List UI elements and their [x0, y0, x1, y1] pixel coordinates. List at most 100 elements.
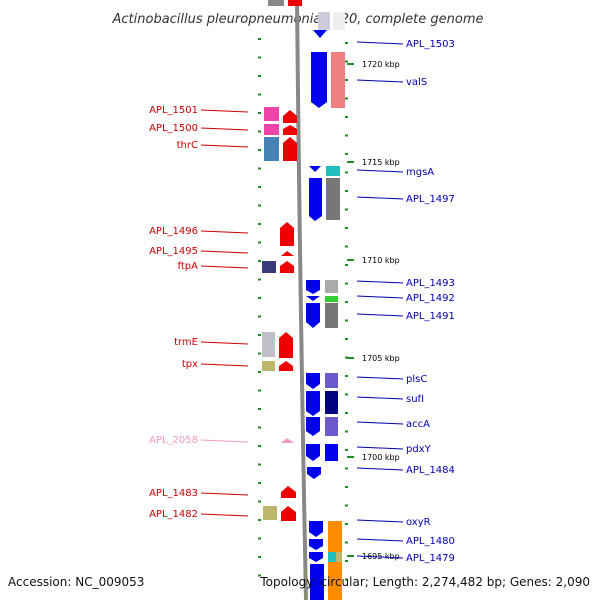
leader-line	[200, 230, 249, 234]
ruler-dash	[345, 338, 348, 340]
gene-label[interactable]: APL_1503	[406, 39, 455, 50]
gene-label[interactable]: APL_1479	[406, 553, 455, 564]
feature-block	[325, 417, 338, 436]
feature-arrow	[288, 0, 302, 6]
gene-label[interactable]: plsC	[406, 374, 427, 385]
gene-label[interactable]: APL_1496	[149, 226, 198, 237]
feature-block	[331, 52, 345, 108]
gene-label[interactable]: trmE	[174, 337, 198, 348]
feature-arrow	[306, 417, 320, 436]
leader-line	[200, 265, 249, 269]
gene-label[interactable]: valS	[406, 77, 427, 88]
gene-label[interactable]: thrC	[177, 140, 198, 151]
ruler-dash	[258, 500, 261, 503]
feature-block	[262, 261, 276, 273]
gene-label[interactable]: APL_1484	[406, 465, 455, 476]
ruler-dash	[345, 375, 348, 377]
ruler-dash	[345, 245, 348, 248]
gene-label[interactable]: APL_1493	[406, 278, 455, 289]
right-gene-labels: APL_1503 valS mgsA APL_1497APL_1493APL_1492…	[356, 39, 455, 564]
ruler-dash	[345, 523, 348, 525]
feature-arrow	[281, 486, 296, 498]
ruler-dash	[345, 264, 348, 266]
leader-line	[200, 127, 249, 131]
ruler-dash	[345, 393, 348, 396]
feature-arrow	[283, 125, 297, 135]
feature-block	[328, 552, 336, 562]
leader-line	[200, 144, 249, 148]
feature-arrow	[306, 373, 320, 389]
ruler-dash	[345, 190, 348, 192]
gene-label[interactable]: APL_1480	[406, 536, 455, 547]
ruler-dash	[258, 408, 261, 410]
leader-line	[200, 109, 249, 113]
leader-line	[356, 555, 404, 559]
ruler-dash	[258, 241, 261, 244]
feature-block	[263, 506, 277, 520]
ruler-dash	[258, 297, 261, 299]
feature-arrow	[306, 303, 320, 328]
ruler-dash	[345, 467, 348, 470]
ruler-dash	[345, 116, 348, 118]
feature-block	[262, 332, 275, 357]
tick-mark	[347, 357, 354, 359]
tick-label: 1705 kbp	[362, 354, 400, 363]
feature-arrow	[306, 280, 320, 294]
tick-mark	[347, 63, 354, 65]
ruler-dash	[258, 556, 261, 558]
ruler-dash	[258, 260, 261, 262]
feature-arrow	[309, 166, 321, 172]
feature-block	[325, 373, 338, 388]
ruler-dash	[258, 334, 261, 336]
ruler-dash	[258, 75, 261, 77]
leader-line	[356, 396, 404, 400]
ruler-dash	[258, 93, 261, 96]
ruler-dash	[345, 504, 348, 507]
leader-line	[356, 41, 404, 45]
gene-label[interactable]: tpx	[182, 359, 198, 370]
feature-arrow	[279, 361, 293, 371]
ruler-dash	[345, 319, 348, 322]
feature-block	[264, 137, 279, 161]
ruler-dash	[345, 153, 348, 155]
leader-line	[356, 446, 404, 450]
ruler-dash	[345, 486, 348, 488]
feature-arrow	[309, 539, 323, 550]
gene-label[interactable]: APL_1483	[149, 488, 198, 499]
ruler-dash	[345, 412, 348, 414]
gene-label[interactable]: APL_1495	[149, 246, 198, 257]
gene-label[interactable]: APL_1491	[406, 311, 455, 322]
tick-label: 1700 kbp	[362, 453, 400, 462]
feature-arrow	[309, 552, 323, 562]
gene-label[interactable]: pdxY	[406, 444, 432, 455]
gene-label[interactable]: ftpA	[178, 261, 199, 272]
leader-line	[356, 376, 404, 380]
ruler-dash	[258, 371, 261, 373]
gene-label[interactable]: APL_1497	[406, 194, 455, 205]
feature-arrow	[307, 467, 321, 479]
gene-label[interactable]: sufI	[406, 394, 424, 405]
feature-arrow	[306, 296, 320, 301]
leader-line	[356, 313, 404, 317]
gene-label[interactable]: APL_2058	[149, 435, 198, 446]
gene-label[interactable]: APL_1500	[149, 123, 198, 134]
ruler-dash	[345, 42, 348, 44]
ruler-dash	[345, 282, 348, 285]
ruler-dash	[258, 537, 261, 540]
gene-label[interactable]: mgsA	[406, 167, 434, 178]
gene-label[interactable]: accA	[406, 419, 430, 430]
ruler-dash	[345, 60, 348, 63]
gene-label[interactable]: oxyR	[406, 517, 431, 528]
ruler-dash	[345, 97, 348, 100]
leader-line	[200, 250, 249, 254]
gene-label[interactable]: APL_1501	[149, 105, 198, 116]
ruler-dash	[258, 223, 261, 225]
ruler-dash	[345, 449, 348, 451]
ruler-dash	[345, 430, 348, 433]
feature-block	[325, 296, 338, 302]
gene-label[interactable]: APL_1492	[406, 293, 455, 304]
gene-label[interactable]: APL_1482	[149, 509, 198, 520]
leader-line	[200, 492, 249, 496]
ruler-dash	[258, 482, 261, 484]
